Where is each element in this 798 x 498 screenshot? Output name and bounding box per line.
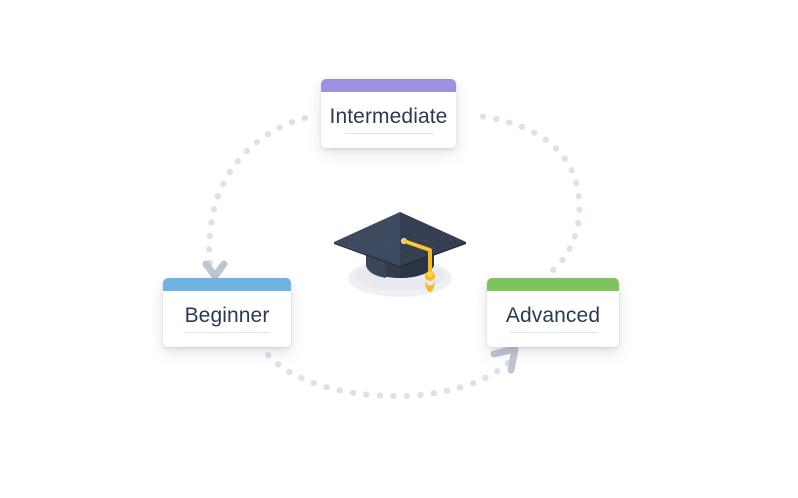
card-body-beginner: Beginner <box>163 291 291 347</box>
card-accent-bar-intermediate <box>321 79 456 92</box>
arrow-to-advanced-icon <box>490 345 519 374</box>
card-divider-beginner <box>184 332 270 333</box>
connector-intermediate-to-beginner <box>206 115 308 275</box>
card-body-intermediate: Intermediate <box>321 92 456 148</box>
connector-beginner-to-advanced <box>265 352 516 400</box>
graduation-cap-icon <box>330 196 470 304</box>
card-title-intermediate: Intermediate <box>329 105 448 128</box>
card-title-beginner: Beginner <box>184 304 270 327</box>
arrow-to-beginner-icon <box>202 260 228 280</box>
card-divider-advanced <box>509 332 597 333</box>
card-intermediate[interactable]: Intermediate <box>321 79 456 148</box>
card-accent-bar-advanced <box>487 278 619 291</box>
card-divider-intermediate <box>343 133 434 134</box>
card-body-advanced: Advanced <box>487 291 619 347</box>
card-accent-bar-beginner <box>163 278 291 291</box>
card-title-advanced: Advanced <box>505 304 601 327</box>
card-beginner[interactable]: Beginner <box>163 278 291 347</box>
card-advanced[interactable]: Advanced <box>487 278 619 347</box>
connector-advanced-to-intermediate <box>469 112 583 273</box>
